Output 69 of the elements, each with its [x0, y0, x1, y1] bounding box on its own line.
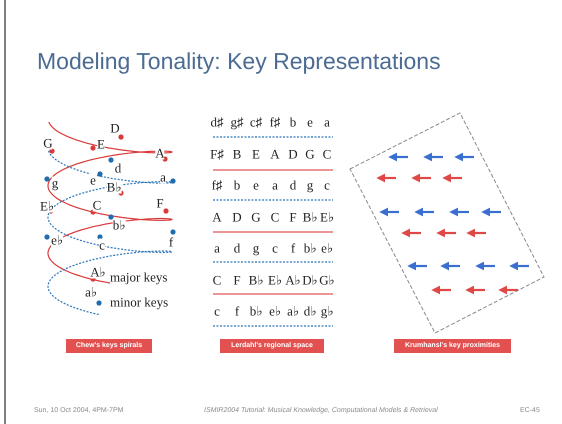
table-cell: d — [234, 242, 240, 254]
key-name: e♭ — [51, 234, 63, 246]
table-cell: E♭ — [268, 273, 282, 286]
table-cell: e — [307, 116, 313, 128]
key-name: A♭ — [90, 266, 106, 278]
table-cell: c♯ — [250, 116, 262, 128]
table-cell: B♭ — [302, 210, 318, 223]
table-cell: c — [324, 178, 330, 192]
table-cell: d♯ — [210, 116, 224, 128]
table-cell: b♭ — [250, 304, 262, 318]
table-cell: b — [290, 116, 296, 128]
key-name: b♭ — [112, 218, 126, 232]
table-cell: d♭ — [304, 304, 316, 318]
table-cell: d — [290, 178, 296, 192]
table-cell: F — [289, 210, 297, 223]
table-cell: E — [252, 147, 260, 160]
table-cell: b♭ — [304, 242, 316, 254]
table-cell: a — [272, 178, 278, 192]
table-cell: E♭ — [320, 210, 334, 223]
table-cell: a — [214, 242, 220, 254]
table-cell: F — [233, 273, 241, 286]
key-name: e — [90, 174, 96, 186]
table-cell: B — [232, 147, 242, 160]
table-cell: A — [270, 147, 280, 160]
legend-text: major keys — [110, 270, 168, 284]
table-cell: C — [322, 147, 332, 160]
table-cell: A♭ — [285, 273, 301, 286]
table-cell: c — [272, 242, 278, 254]
table-cell: f — [234, 304, 240, 318]
table-cell: C — [270, 210, 280, 223]
key-name: d — [114, 162, 122, 174]
table-cell: g♭ — [320, 304, 334, 318]
key-name: c — [99, 238, 105, 252]
table-cell: f — [290, 242, 296, 254]
table-cell: g — [306, 178, 314, 192]
table-cell: e — [253, 178, 259, 192]
slide-title: Modeling Tonality: Key Representations — [37, 48, 441, 75]
table-cell: B♭ — [248, 273, 264, 286]
table-cell: G♭ — [319, 273, 335, 286]
table-cell: a♭ — [287, 304, 299, 318]
table-cell: C — [212, 273, 222, 286]
key-name: g — [52, 176, 58, 190]
table-cell: D — [232, 210, 242, 223]
key-name: F — [156, 196, 164, 210]
key-name: B♭ — [106, 180, 122, 194]
key-name: E♭ — [40, 200, 54, 212]
key-name: f — [168, 236, 174, 248]
table-cell: D♭ — [302, 273, 318, 286]
table-cell: c — [214, 304, 220, 318]
key-name: D — [110, 122, 120, 134]
table-cell: a — [324, 116, 330, 128]
table-cell: f♯ — [270, 116, 280, 128]
table-cell: D — [288, 147, 298, 160]
table-cell: g♯ — [230, 116, 244, 128]
key-name: A — [155, 146, 165, 160]
key-name: E — [97, 138, 105, 150]
table-cell: f♯ — [212, 178, 222, 192]
table-cell: g — [252, 242, 260, 254]
table-cell: e♭ — [269, 304, 281, 318]
table-cell: G — [251, 210, 261, 223]
table-cell: A — [212, 210, 222, 223]
table-cell: F♯ — [210, 147, 224, 160]
table-cell: b — [234, 178, 240, 192]
table-cell: G — [305, 147, 315, 160]
key-name: G — [43, 136, 53, 150]
legend-text: minor keys — [110, 296, 168, 308]
table-cell: e♭ — [321, 242, 333, 254]
key-name: a♭ — [85, 286, 97, 298]
key-name: C — [92, 198, 102, 212]
